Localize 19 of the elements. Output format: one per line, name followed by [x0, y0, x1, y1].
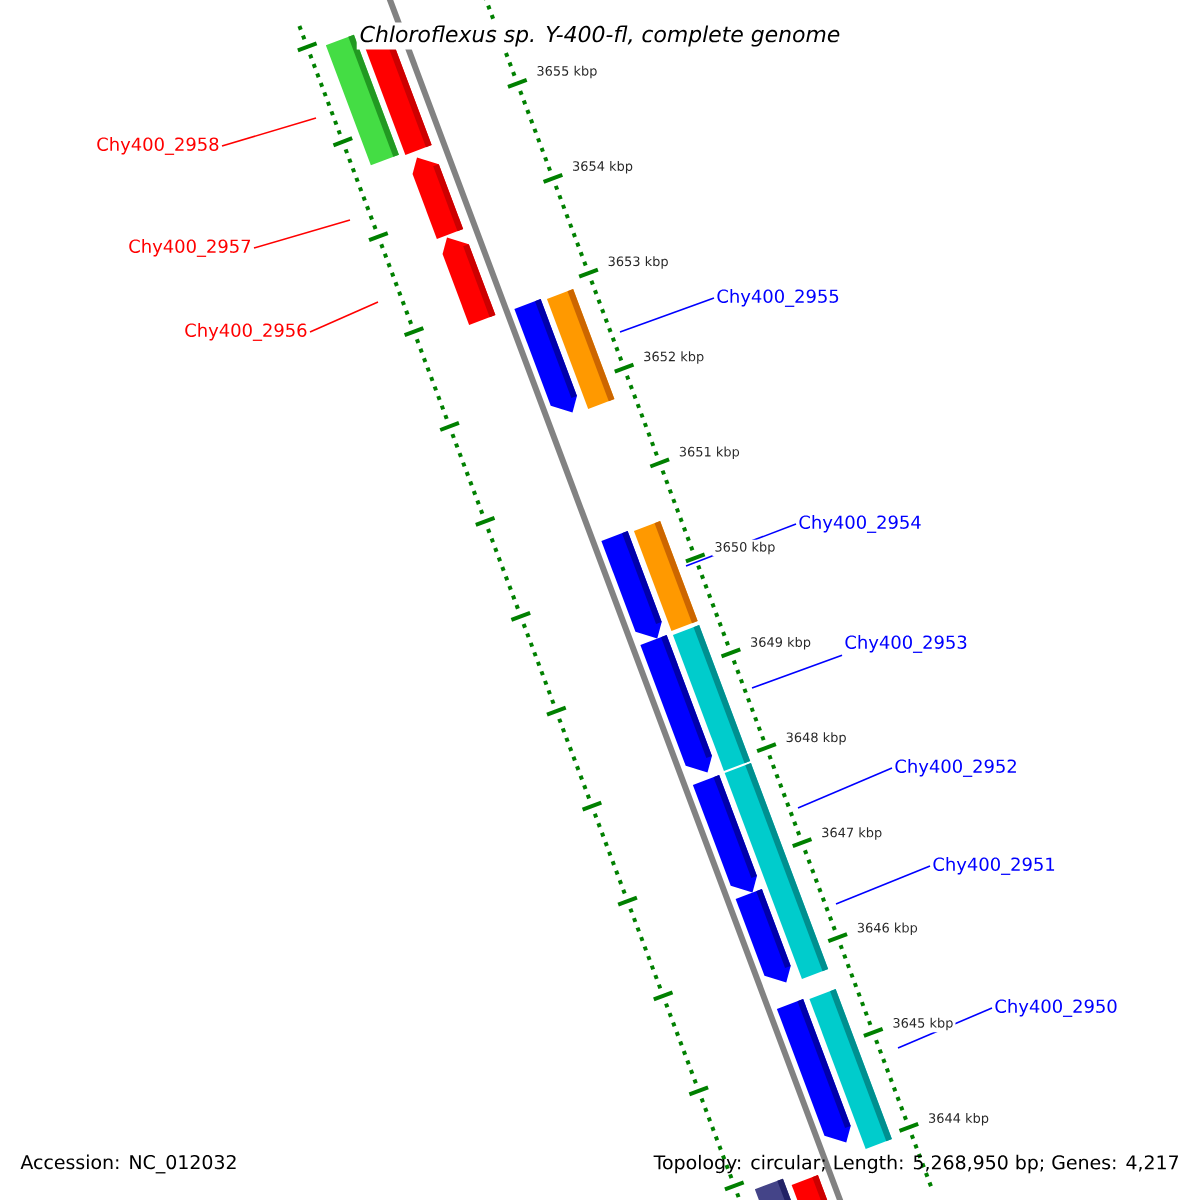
leader-line	[751, 654, 843, 689]
gene-label: Chy400_2952	[895, 759, 1016, 777]
leader-line	[221, 117, 317, 147]
gene-label: Chy400_2956	[185, 323, 307, 341]
gene-label: Chy400_2950	[995, 999, 1117, 1017]
gene-label: Chy400_2955	[717, 289, 839, 307]
gene-label: Chy400_2951	[933, 857, 1055, 875]
gene-label: Chy400_2954	[799, 515, 921, 533]
gene-label: Chy400_2957	[129, 239, 251, 257]
leader-line	[309, 301, 379, 333]
genome-info-text: Topology: circular; Length: 5,268,950 bp; Genes: 4,217	[653, 1154, 1178, 1174]
gene-label: Chy400_2953	[845, 635, 967, 653]
gene-label: Chy400_2958	[97, 137, 219, 155]
leader-line	[797, 767, 893, 809]
leader-line	[253, 219, 351, 249]
accession-text: Accession: NC_012032	[20, 1154, 236, 1174]
leader-line	[619, 297, 715, 333]
leader-line	[835, 865, 931, 905]
title: Chloroflexus sp. Y-400-fl, complete genome	[356, 22, 844, 50]
